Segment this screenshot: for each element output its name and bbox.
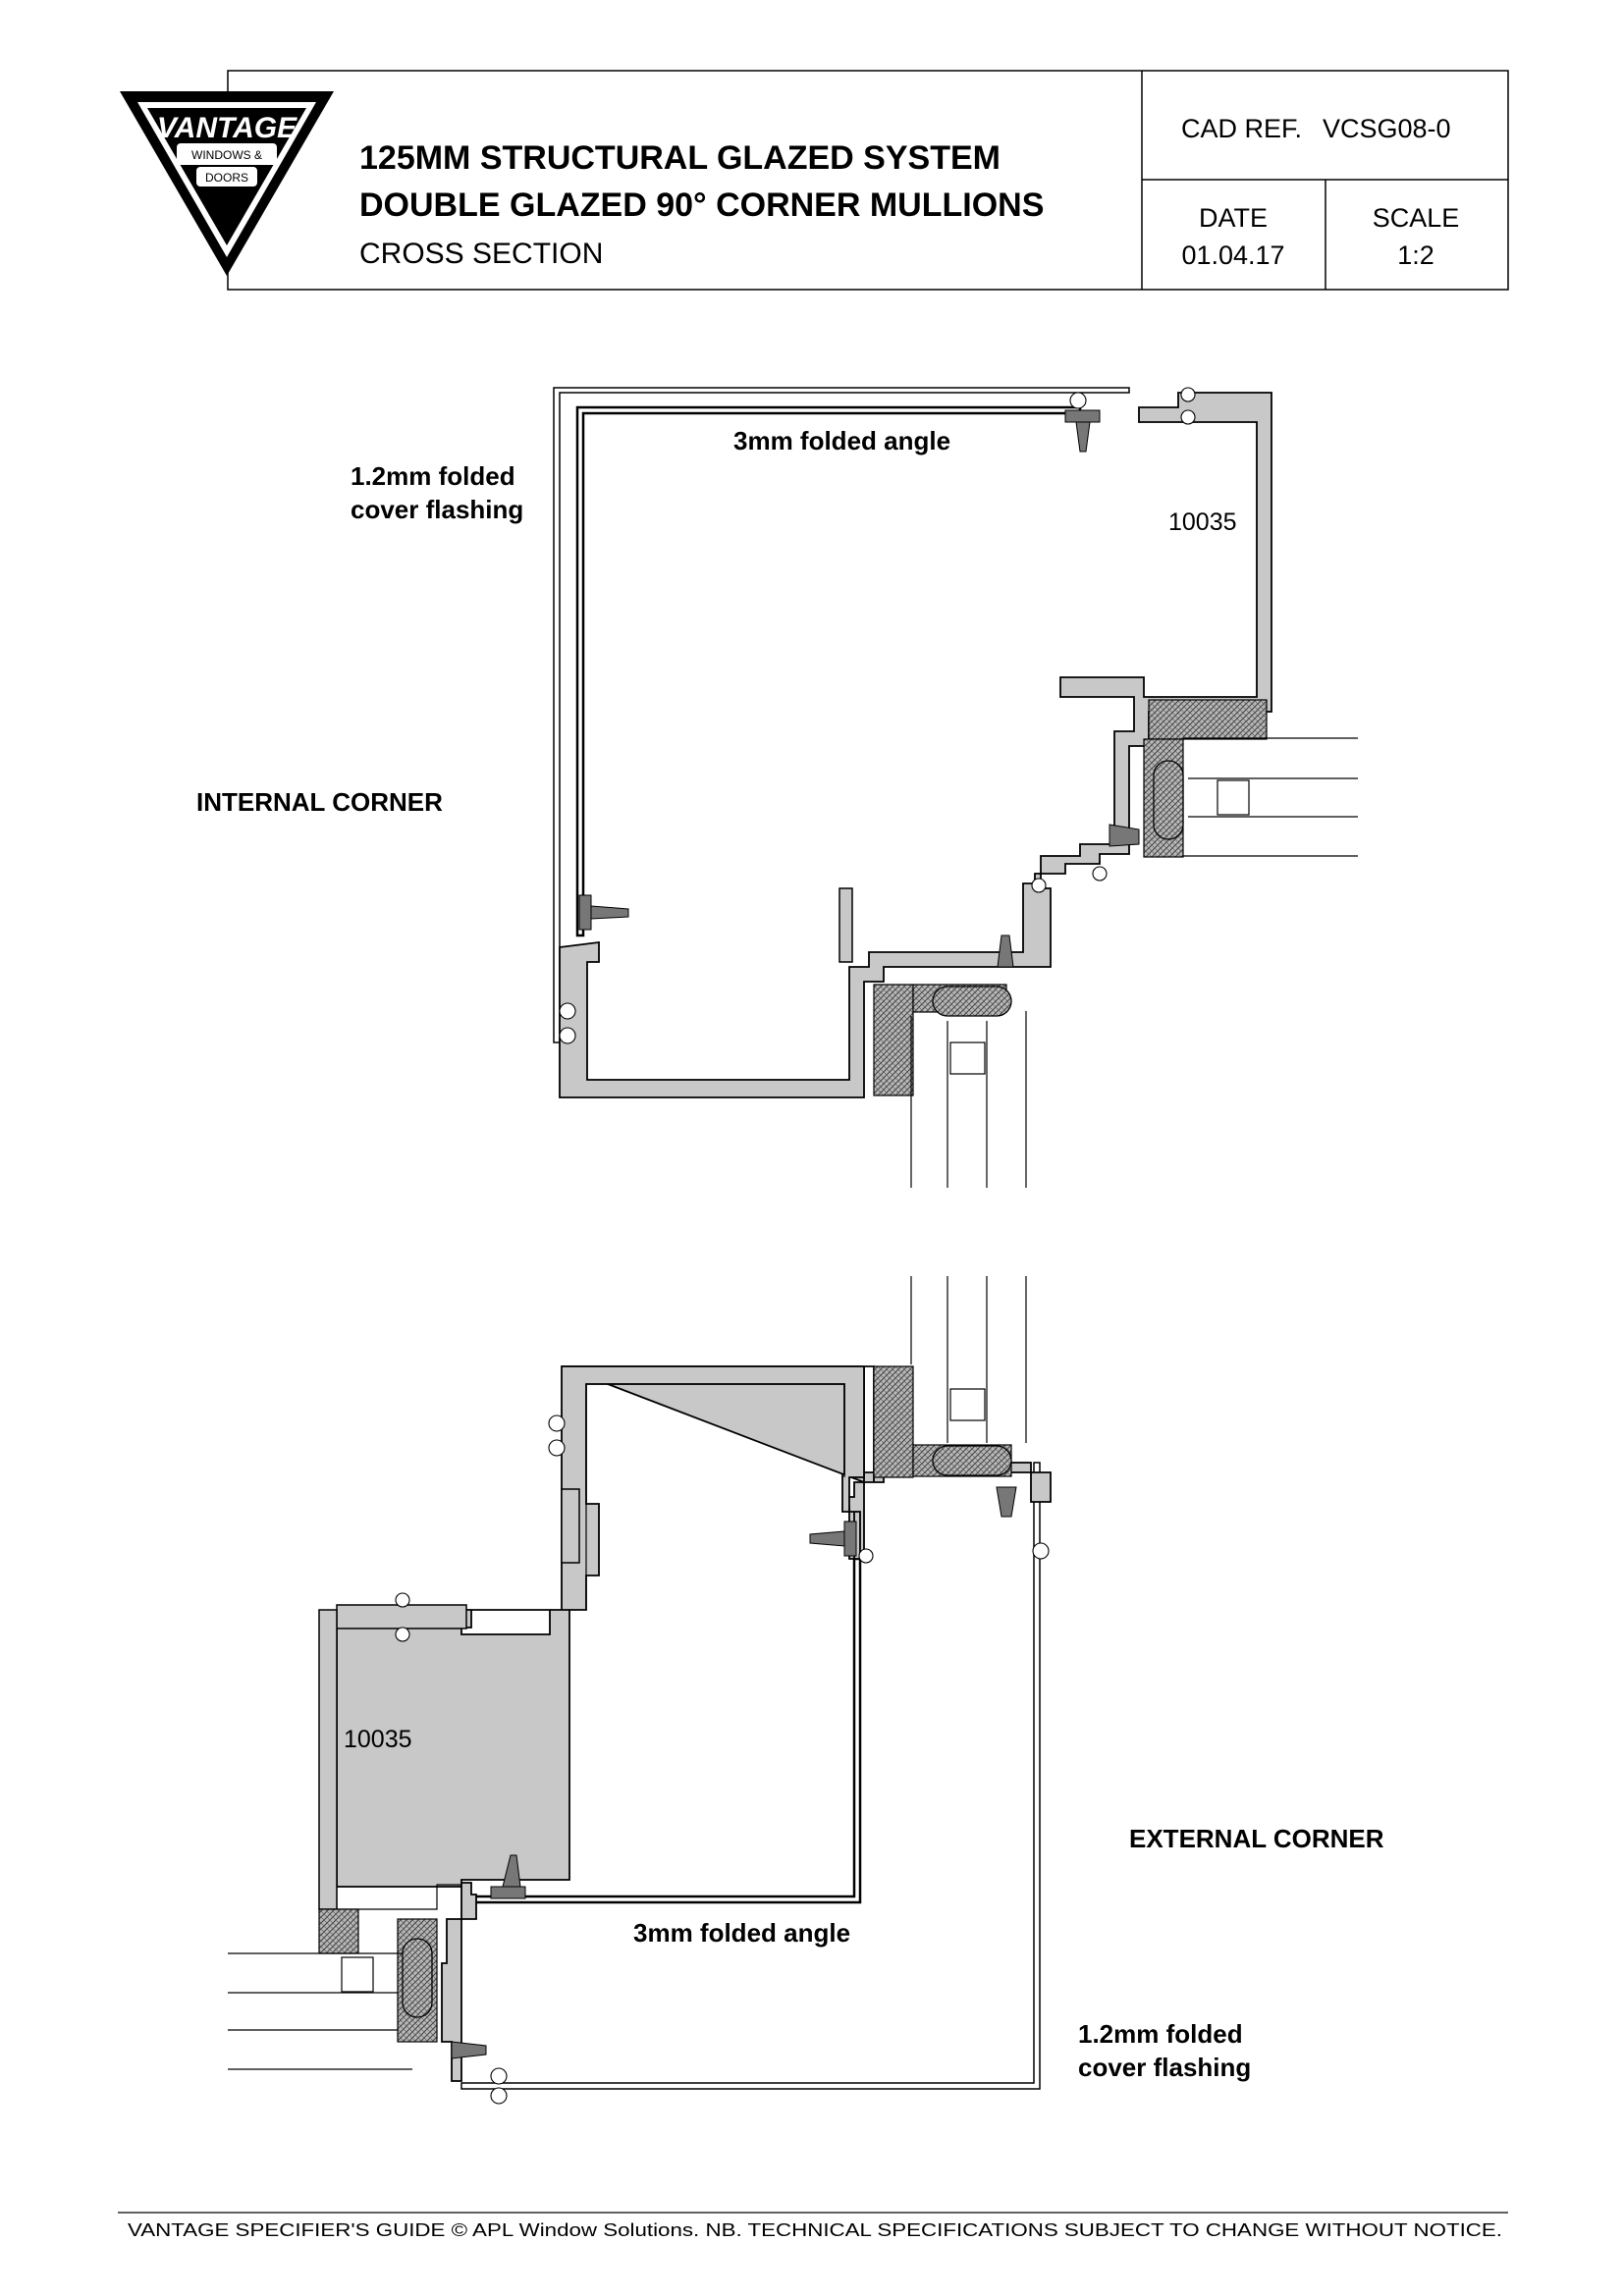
- internal-glazing-right: [1183, 737, 1358, 857]
- date-value: 01.04.17: [1181, 240, 1284, 270]
- footer: VANTAGE SPECIFIER'S GUIDE © APL Window S…: [118, 2212, 1508, 2240]
- footer-text: VANTAGE SPECIFIER'S GUIDE © APL Window S…: [128, 2219, 1502, 2240]
- external-gasket-left: [402, 1938, 433, 2018]
- internal-fixings: [559, 387, 1196, 1044]
- title-line-1: 125MM STRUCTURAL GLAZED SYSTEM: [359, 139, 1001, 177]
- external-gasket-top: [932, 1445, 1012, 1476]
- external-screw-top: [809, 1521, 857, 1557]
- external-packer-left: [318, 1908, 359, 1954]
- scale-label: SCALE: [1373, 203, 1460, 233]
- external-fixings: [395, 1415, 1050, 2105]
- internal-screw-top: [1064, 409, 1101, 453]
- internal-packer-bottom: [873, 984, 914, 1096]
- internal-angle-label: 3mm folded angle: [733, 426, 950, 455]
- external-screw-bottom: [490, 1854, 526, 1899]
- external-corner-detail: [228, 1276, 1052, 2105]
- external-profile-code: 10035: [344, 1726, 412, 1753]
- internal-cover-flashing: [553, 387, 1130, 1043]
- labels: 3mm folded angle 1.2mm folded cover flas…: [196, 426, 1384, 2082]
- title-block: 125MM STRUCTURAL GLAZED SYSTEM DOUBLE GL…: [227, 70, 1509, 291]
- internal-screw-bottom: [997, 934, 1014, 968]
- date-label: DATE: [1199, 203, 1268, 233]
- external-packer-top: [873, 1365, 914, 1478]
- external-glazing-left: [228, 1952, 412, 2070]
- title-line-2: DOUBLE GLAZED 90° CORNER MULLIONS: [359, 187, 1044, 224]
- vantage-logo: VANTAGE WINDOWS & DOORS: [120, 91, 334, 276]
- external-glazing-top: [910, 1276, 1027, 1443]
- external-screw-right: [996, 1486, 1017, 1518]
- internal-packer-right: [1148, 699, 1268, 740]
- external-corner-heading: EXTERNAL CORNER: [1129, 1824, 1384, 1853]
- title-subtitle: CROSS SECTION: [359, 238, 603, 270]
- external-flashing-label-2: cover flashing: [1078, 2053, 1251, 2082]
- internal-folded-angle: [575, 405, 1082, 937]
- logo-brand: VANTAGE: [157, 112, 298, 144]
- internal-glazing-bottom: [910, 1011, 1027, 1188]
- internal-screw-left: [578, 894, 629, 931]
- internal-flashing-label-2: cover flashing: [351, 495, 523, 524]
- internal-flashing-label-1: 1.2mm folded: [351, 461, 515, 491]
- logo-line-1: WINDOWS &: [191, 148, 262, 162]
- scale-value: 1:2: [1397, 240, 1434, 270]
- internal-gasket-right: [1153, 760, 1184, 840]
- external-cover-flashing: [460, 1462, 1041, 2090]
- internal-gasket-bottom: [932, 986, 1012, 1017]
- external-screw-left: [451, 2041, 487, 2059]
- internal-screw-right: [1109, 824, 1140, 847]
- external-flashing-label-1: 1.2mm folded: [1078, 2019, 1243, 2049]
- internal-profile-code: 10035: [1168, 508, 1237, 536]
- logo-line-2: DOORS: [205, 171, 248, 185]
- cad-ref-label: CAD REF.: [1181, 114, 1302, 143]
- internal-corner-detail: [553, 387, 1358, 1188]
- internal-corner-heading: INTERNAL CORNER: [196, 787, 443, 817]
- external-angle-label: 3mm folded angle: [633, 1918, 850, 1948]
- cad-ref-value: VCSG08-0: [1323, 114, 1451, 143]
